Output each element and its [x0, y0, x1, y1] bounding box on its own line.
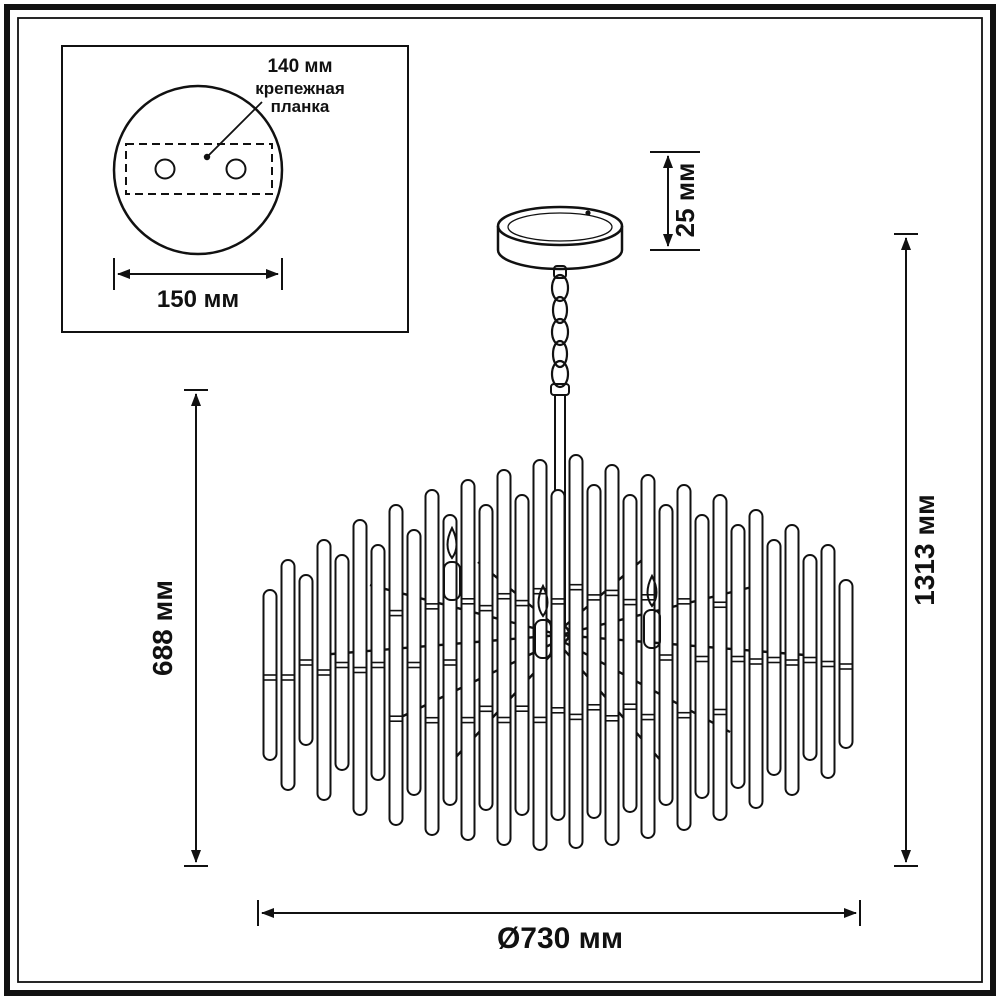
flame-icon: [446, 525, 458, 560]
candle-tube: [622, 494, 638, 813]
canopy-bottom: [496, 249, 624, 271]
tube-cluster: [262, 454, 854, 851]
candle-tube: [478, 504, 494, 811]
canopy-screw: [585, 210, 591, 216]
dim-canopy-label: 25 мм: [670, 163, 700, 238]
bracket-label-line2: планка: [271, 97, 330, 116]
suspension-chain: [550, 265, 570, 389]
dim-150-label: 150 мм: [157, 286, 239, 313]
candle-tube: [676, 484, 692, 831]
flame-icon: [646, 573, 658, 608]
frame-outer: [4, 4, 996, 996]
mounting-plate-circle: [112, 84, 284, 256]
chain-link: [550, 359, 570, 389]
frame-inner: [17, 17, 983, 983]
ceiling-canopy: [496, 205, 624, 271]
bracket-label-line1: крепежная: [255, 79, 345, 98]
leader-line: [208, 101, 263, 156]
mounting-hole-right: [225, 158, 247, 180]
candle-tube: [712, 494, 728, 821]
rod-collar: [550, 383, 570, 396]
candle-tube: [640, 474, 656, 839]
candle-body: [534, 619, 552, 659]
candle-tube: [568, 454, 584, 849]
candle-tube: [586, 484, 602, 819]
dim-canopy-height: 25 мм: [650, 151, 700, 251]
dim-fixture-height: 688 мм: [147, 389, 208, 867]
chain-link: [551, 339, 569, 369]
inset-border: [61, 45, 409, 333]
dim-total-label: 1313 мм: [909, 494, 940, 606]
candle-tube: [550, 489, 566, 821]
page-frame: [4, 4, 996, 996]
candle-tube: [514, 494, 530, 816]
candle-bulbs: [443, 525, 661, 659]
inset-panel: 140 мм крепежная планка 150 мм: [61, 45, 409, 333]
canopy-inner-rim: [507, 212, 613, 242]
dim-diameter: Ø730 мм: [257, 900, 861, 955]
dim-diameter-label: Ø730 мм: [497, 922, 623, 955]
dim-fixture-label: 688 мм: [147, 580, 178, 676]
candle-body: [643, 609, 661, 649]
mounting-bar-dashed: [125, 143, 273, 195]
candle-tube: [388, 504, 404, 826]
chain-link: [550, 317, 570, 347]
chain-link: [551, 295, 569, 325]
chain-fitting: [553, 265, 567, 279]
candle-tube: [460, 479, 476, 841]
candle-body: [443, 561, 461, 601]
chain-link: [550, 273, 570, 303]
candle-tube: [604, 464, 620, 846]
flame-icon: [537, 583, 549, 618]
candle-tube: [496, 469, 512, 846]
mounting-hole-left: [154, 158, 176, 180]
candle-tube: [424, 489, 440, 836]
dim-140-label: 140 мм: [267, 56, 332, 77]
leader-dot: [203, 153, 211, 161]
dim-total-height: 1313 мм: [894, 233, 940, 867]
candle-tube: [532, 459, 548, 851]
